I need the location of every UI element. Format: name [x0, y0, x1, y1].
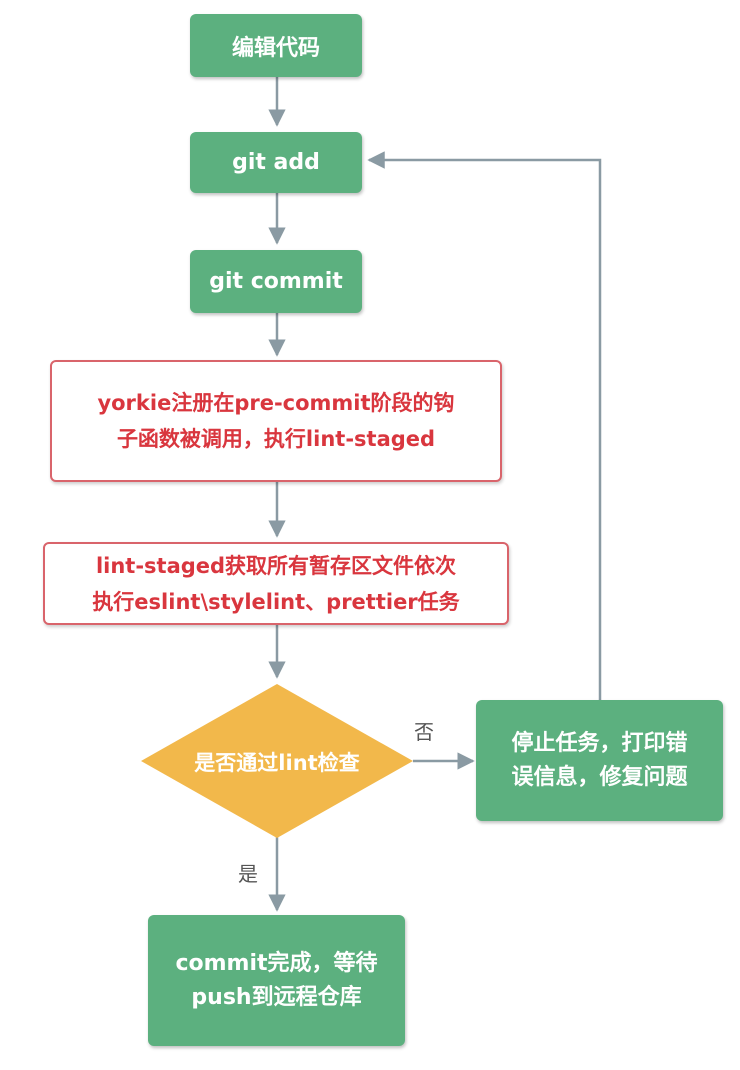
node-git-add: git add	[190, 132, 362, 193]
node-lint-staged-line2: 执行eslint\stylelint、prettier任务	[92, 589, 460, 614]
node-yorkie-hook: yorkie注册在pre-commit阶段的钩 子函数被调用，执行lint-st…	[50, 360, 502, 482]
edge-label-yes: 是	[238, 862, 258, 886]
node-lint-staged-line1: lint-staged获取所有暂存区文件依次	[95, 553, 457, 578]
node-yorkie-hook-line2: 子函数被调用，执行lint-staged	[116, 427, 436, 451]
node-lint-staged: lint-staged获取所有暂存区文件依次 执行eslint\stylelin…	[43, 542, 509, 625]
node-commit-done: commit完成，等待 push到远程仓库	[148, 915, 405, 1046]
node-git-commit: git commit	[190, 250, 362, 313]
arrow-stop-back-to-add	[367, 151, 602, 700]
node-git-commit-label: git commit	[209, 269, 343, 294]
node-stop-task: 停止任务，打印错 误信息，修复问题	[476, 700, 723, 821]
node-commit-done-line2: push到远程仓库	[191, 984, 362, 1010]
node-stop-task-line1: 停止任务，打印错	[511, 730, 688, 756]
decision-label: 是否通过lint检查	[194, 751, 360, 775]
node-edit-code-label: 编辑代码	[231, 35, 320, 61]
decision-diamond	[141, 684, 413, 838]
node-commit-done-line1: commit完成，等待	[175, 950, 378, 976]
node-stop-task-line2: 误信息，修复问题	[511, 764, 688, 790]
node-yorkie-hook-line1: yorkie注册在pre-commit阶段的钩	[97, 391, 455, 415]
node-git-add-label: git add	[232, 150, 320, 175]
edge-label-no: 否	[414, 720, 434, 744]
node-edit-code: 编辑代码	[190, 14, 362, 77]
